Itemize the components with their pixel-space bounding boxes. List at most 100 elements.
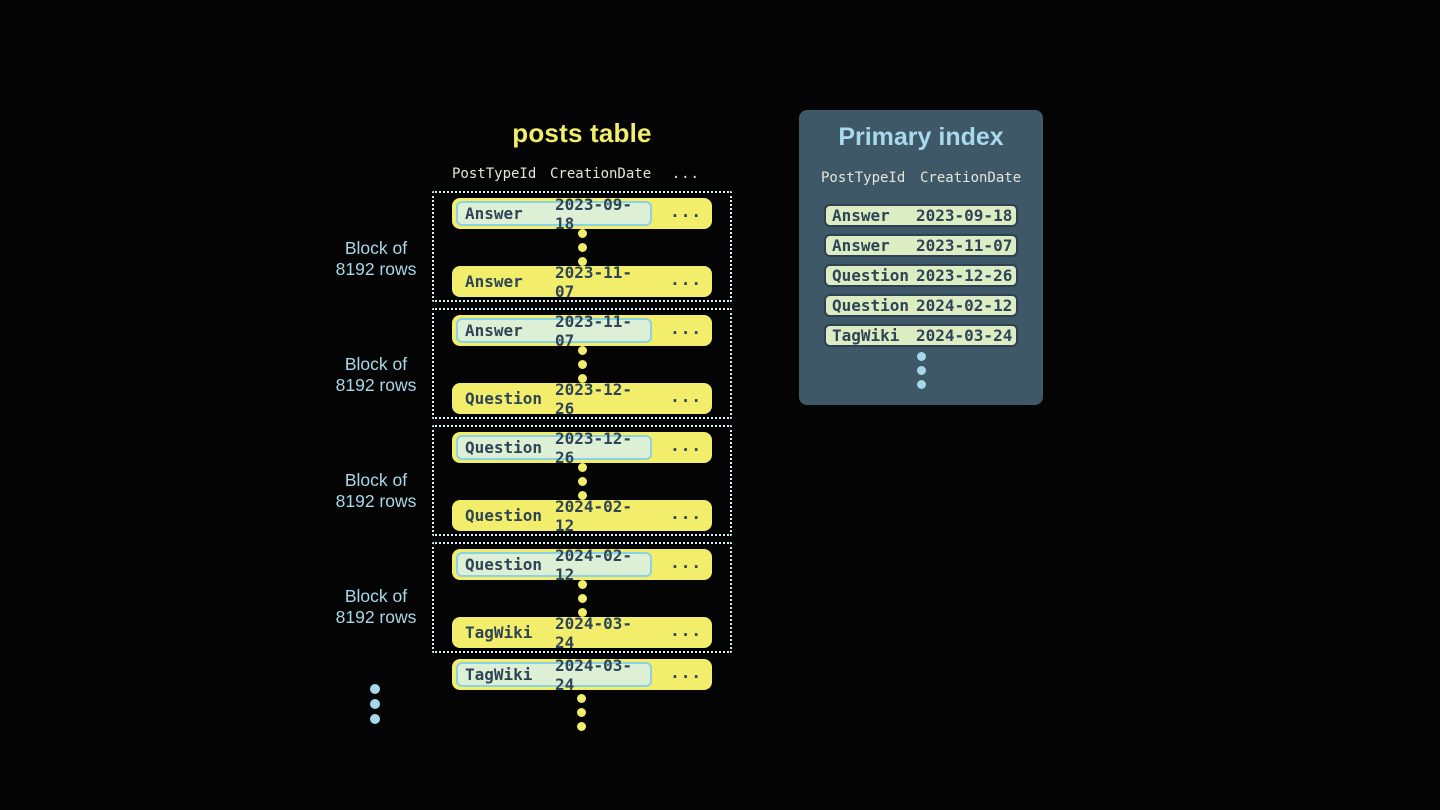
row-ellipsis: ... xyxy=(670,621,702,640)
block-label-line2: 8192 rows xyxy=(335,491,417,511)
post-type-value: TagWiki xyxy=(465,665,533,684)
index-entry: Answer 2023-11-07 xyxy=(824,234,1018,257)
block-label-line1: Block of xyxy=(344,354,408,374)
post-type-value: Answer xyxy=(465,204,523,223)
post-type-value: Answer xyxy=(832,236,890,255)
table-row: Question 2024-02-12 ... xyxy=(452,497,712,535)
post-type-value: Question xyxy=(465,555,543,574)
column-header-creationdate: CreationDate xyxy=(920,170,1022,186)
creation-date-value: 2024-02-12 xyxy=(555,545,633,584)
post-type-value: Question xyxy=(465,506,543,525)
post-type-value: Answer xyxy=(832,206,890,225)
block-label-1: Block of 8192 rows xyxy=(301,238,451,280)
dot-icon xyxy=(577,722,586,731)
row-block-1: Answer 2023-09-18 ... Answer 2023-11-07 … xyxy=(432,191,732,302)
row-ellipsis: ... xyxy=(670,270,702,289)
primary-index-title: Primary index xyxy=(838,123,1004,151)
post-type-value: Question xyxy=(465,389,543,408)
dot-icon xyxy=(577,346,587,355)
dot-icon xyxy=(577,608,587,617)
dot-icon xyxy=(577,708,586,717)
row-ellipsis: ... xyxy=(670,553,702,572)
column-header-ellipsis: ... xyxy=(671,166,700,182)
creation-date-value: 2023-12-26 xyxy=(555,428,633,467)
row-ellipsis: ... xyxy=(670,202,702,221)
creation-date-value: 2023-09-18 xyxy=(916,206,1013,225)
indexed-row-cell: Answer 2023-11-07 xyxy=(456,312,652,350)
creation-date-value: 2023-11-07 xyxy=(555,311,633,350)
row-ellipsis: ... xyxy=(670,319,702,338)
tail-table-row-wrap: TagWiki 2024-03-24 ... xyxy=(452,656,712,694)
index-entry: Answer 2023-09-18 xyxy=(824,204,1018,227)
dot-icon xyxy=(577,580,587,589)
dot-icon xyxy=(577,243,587,252)
row-ellipsis: ... xyxy=(670,387,702,406)
dot-icon xyxy=(577,360,587,369)
dot-icon xyxy=(577,491,587,500)
post-type-value: Answer xyxy=(465,321,523,340)
row-cell: Question 2023-12-26 xyxy=(456,380,652,418)
creation-date-value: 2023-09-18 xyxy=(555,194,633,233)
block-label-line2: 8192 rows xyxy=(335,375,417,395)
creation-date-value: 2024-03-24 xyxy=(555,613,633,652)
indexed-row-cell: Question 2024-02-12 xyxy=(456,546,652,584)
table-row: Question 2023-12-26 ... xyxy=(452,429,712,467)
creation-date-value: 2024-02-12 xyxy=(555,496,633,535)
table-row: Answer 2023-11-07 ... xyxy=(452,312,712,350)
table-row: Answer 2023-11-07 ... xyxy=(452,263,712,301)
row-block-4: Question 2024-02-12 ... TagWiki 2024-03-… xyxy=(432,542,732,653)
post-type-value: TagWiki xyxy=(465,623,533,642)
row-cell: TagWiki 2024-03-24 xyxy=(456,614,652,652)
block-label-line2: 8192 rows xyxy=(335,607,417,627)
index-entry: Question 2024-02-12 xyxy=(824,294,1018,317)
creation-date-value: 2024-02-12 xyxy=(916,296,1013,315)
post-type-value: Answer xyxy=(465,272,523,291)
dot-icon xyxy=(370,684,380,694)
vertical-ellipsis-icon xyxy=(577,580,587,617)
vertical-ellipsis-icon xyxy=(916,352,926,389)
post-type-value: Question xyxy=(465,438,543,457)
posts-table-column-headers: PostTypeId CreationDate ... xyxy=(452,166,712,186)
table-row: TagWiki 2024-03-24 ... xyxy=(452,614,712,652)
index-entry: TagWiki 2024-03-24 xyxy=(824,324,1018,347)
row-block-2: Answer 2023-11-07 ... Question 2023-12-2… xyxy=(432,308,732,419)
row-block-3: Question 2023-12-26 ... Question 2024-02… xyxy=(432,425,732,536)
row-ellipsis: ... xyxy=(670,663,702,682)
creation-date-value: 2023-12-26 xyxy=(555,379,633,418)
dot-icon xyxy=(916,352,926,361)
vertical-ellipsis-icon xyxy=(577,694,586,731)
table-row: Question 2023-12-26 ... xyxy=(452,380,712,418)
vertical-ellipsis-icon xyxy=(370,684,380,724)
dot-icon xyxy=(577,257,587,266)
primary-index-panel: Primary index PostTypeId CreationDate An… xyxy=(799,110,1043,405)
table-row: Answer 2023-09-18 ... xyxy=(452,195,712,233)
column-header-posttypeid: PostTypeId xyxy=(452,166,537,182)
block-label-4: Block of 8192 rows xyxy=(301,586,451,628)
row-cell: Answer 2023-11-07 xyxy=(456,263,652,301)
dot-icon xyxy=(370,714,380,724)
block-label-line1: Block of xyxy=(344,470,408,490)
block-label-line2: 8192 rows xyxy=(335,259,417,279)
dot-icon xyxy=(577,374,587,383)
vertical-ellipsis-icon xyxy=(577,346,587,383)
dot-icon xyxy=(916,380,926,389)
posts-table-title: posts table xyxy=(512,118,652,148)
column-header-creationdate: CreationDate xyxy=(550,166,652,182)
index-entry: Question 2023-12-26 xyxy=(824,264,1018,287)
vertical-ellipsis-icon xyxy=(577,463,587,500)
creation-date-value: 2024-03-24 xyxy=(555,655,633,694)
indexed-row-cell: Answer 2023-09-18 xyxy=(456,195,652,233)
block-label-2: Block of 8192 rows xyxy=(301,354,451,396)
row-ellipsis: ... xyxy=(670,436,702,455)
block-label-line1: Block of xyxy=(344,586,408,606)
block-label-line1: Block of xyxy=(344,238,408,258)
column-header-posttypeid: PostTypeId xyxy=(821,170,906,186)
dot-icon xyxy=(577,694,586,703)
row-cell: Question 2024-02-12 xyxy=(456,497,652,535)
dot-icon xyxy=(577,463,587,472)
creation-date-value: 2023-11-07 xyxy=(916,236,1013,255)
row-ellipsis: ... xyxy=(670,504,702,523)
vertical-ellipsis-icon xyxy=(577,229,587,266)
post-type-value: TagWiki xyxy=(832,326,900,345)
